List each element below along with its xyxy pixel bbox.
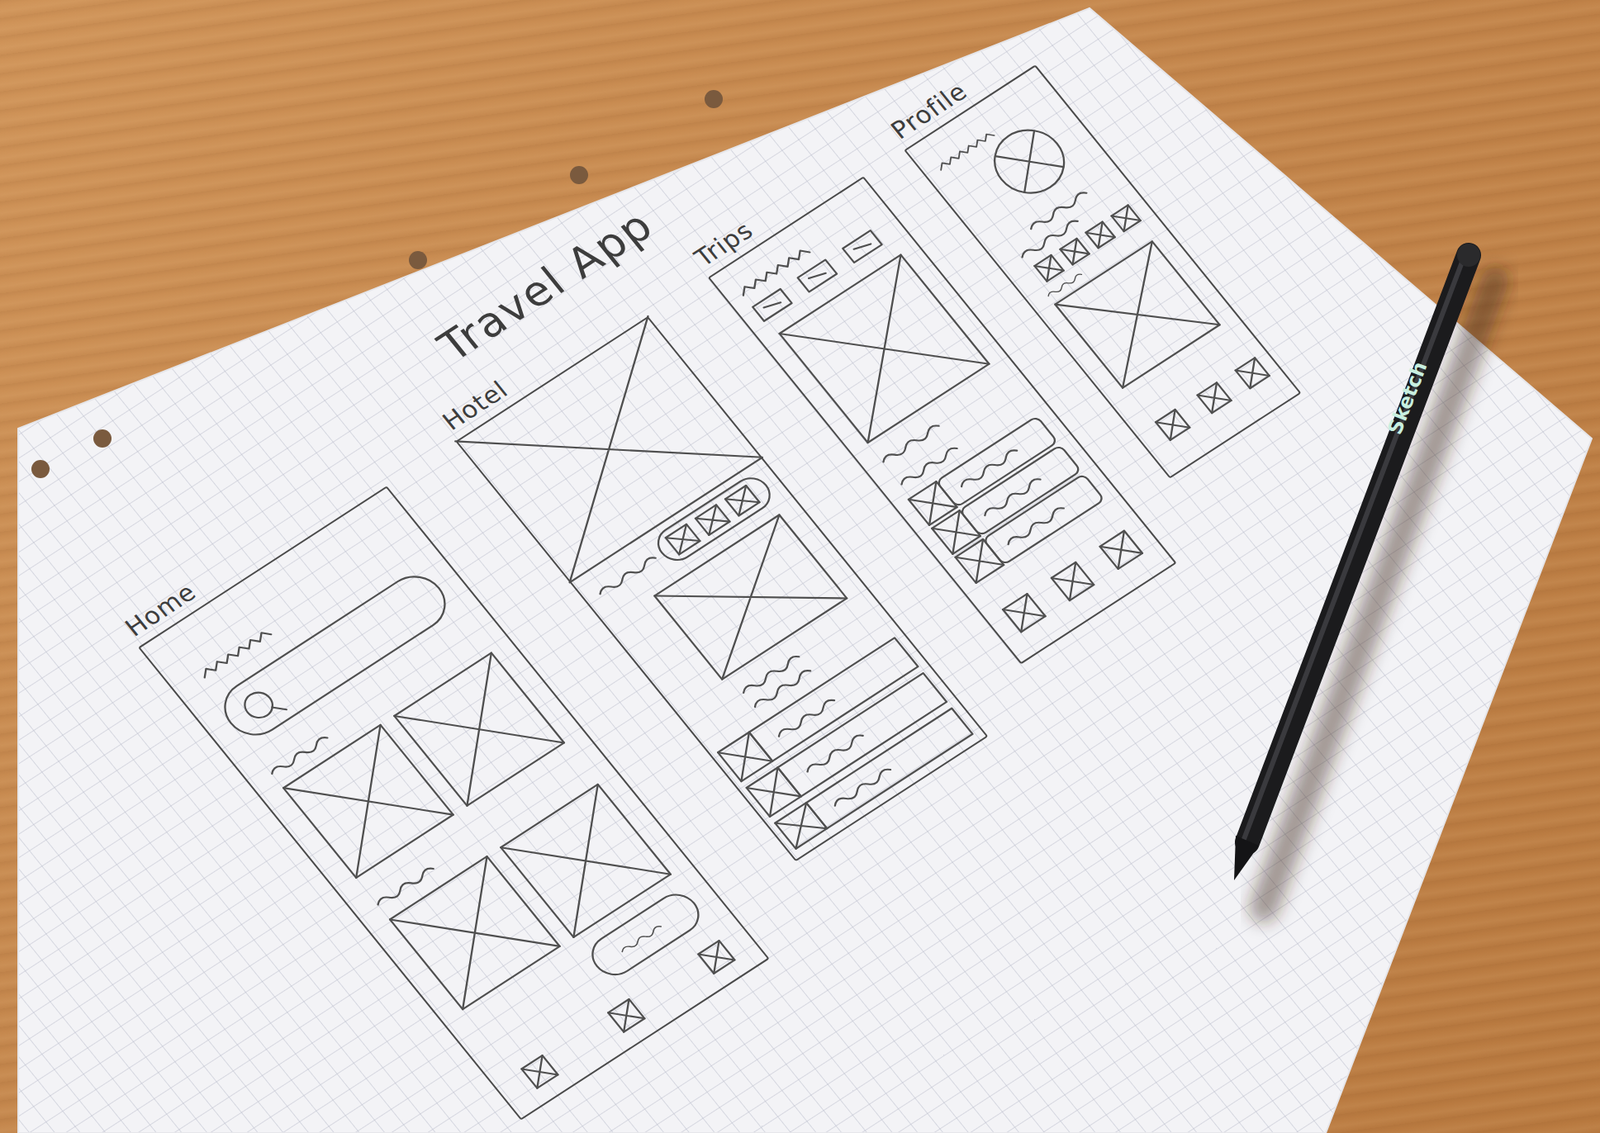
punch-holes: [31, 90, 723, 479]
graph-paper: [18, 8, 1592, 1133]
screen-frame: Profile: [903, 64, 1301, 479]
profile-sketch: [937, 96, 1270, 445]
screen-frame: Trips: [707, 175, 1178, 665]
trips-sketch: [739, 207, 1146, 635]
home-sketch: [193, 541, 738, 1093]
screen-frame: Hotel: [455, 316, 988, 862]
pencil: [1234, 243, 1481, 881]
hotel-sketch: [455, 316, 982, 854]
pencil-shadow: [1263, 280, 1496, 909]
